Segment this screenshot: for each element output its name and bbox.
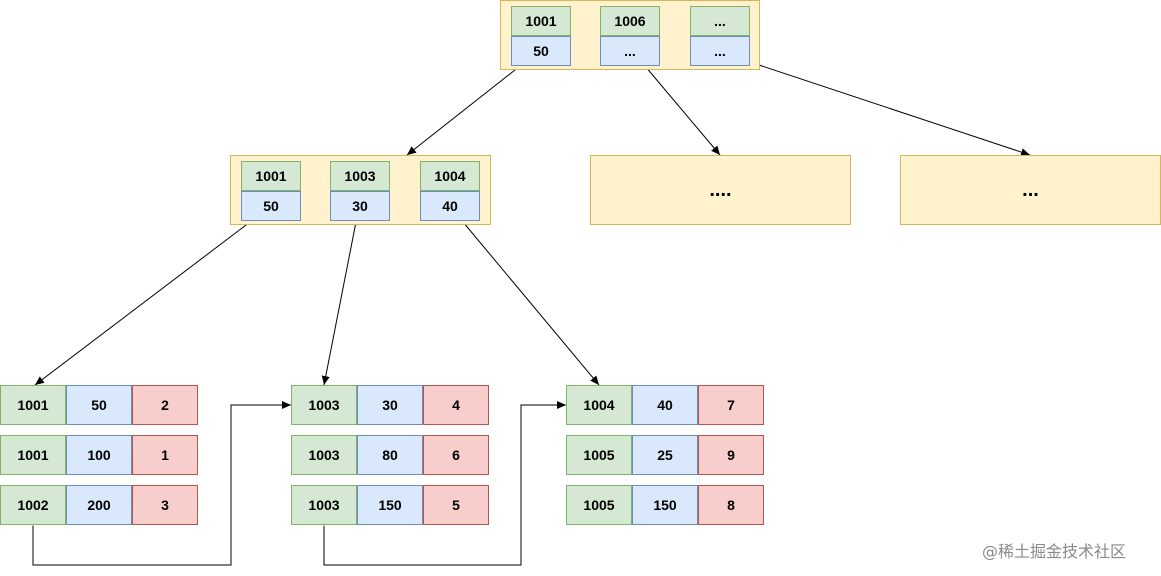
leaf-cell: 2	[132, 385, 198, 425]
link-leaf-1-leaf-2	[29, 401, 291, 566]
leaf-cell: 40	[632, 385, 698, 425]
internal-value-2: 30	[330, 191, 390, 221]
arrow-root-to-placeholder-b	[749, 61, 1031, 156]
arrow-internal-to-leaf-2	[321, 221, 357, 386]
leaf-cell: 50	[66, 385, 132, 425]
leaf-cell: 200	[66, 485, 132, 525]
leaf-cell: 4	[423, 385, 489, 425]
leaf-cell: 7	[698, 385, 764, 425]
leaf-cell: 1004	[566, 385, 632, 425]
leaf-cell: 1001	[0, 435, 66, 475]
leaf-cell: 80	[357, 435, 423, 475]
leaf-cell: 25	[632, 435, 698, 475]
arrow-internal-to-leaf-1	[34, 221, 251, 386]
arrow-root-to-internal-node	[406, 65, 521, 156]
leaf-cell: 30	[357, 385, 423, 425]
root-key-1: 1001	[511, 6, 571, 36]
root-key-3: ...	[690, 6, 750, 36]
watermark: @稀土掘金技术社区	[982, 542, 1127, 561]
internal-value-3: 40	[420, 191, 480, 221]
leaf-cell: 3	[132, 485, 198, 525]
leaf-cell: 9	[698, 435, 764, 475]
leaf-cell: 1005	[566, 485, 632, 525]
leaf-cell: 150	[632, 485, 698, 525]
placeholder-node-a: ....	[590, 155, 851, 225]
leaf-cell: 1003	[291, 485, 357, 525]
leaf-cell: 1001	[0, 385, 66, 425]
internal-key-3: 1004	[420, 161, 480, 191]
internal-key-1: 1001	[241, 161, 301, 191]
internal-value-1: 50	[241, 191, 301, 221]
leaf-cell: 100	[66, 435, 132, 475]
link-leaf-2-leaf-3	[320, 401, 566, 566]
leaf-cell: 1002	[0, 485, 66, 525]
leaf-cell: 5	[423, 485, 489, 525]
internal-key-2: 1003	[330, 161, 390, 191]
leaf-cell: 1003	[291, 435, 357, 475]
root-key-2: 1006	[600, 6, 660, 36]
arrow-root-to-placeholder-a	[644, 65, 721, 156]
root-value-1: 50	[511, 36, 571, 66]
leaf-cell: 6	[423, 435, 489, 475]
root-node: 1001 50 1006 ... ... ...	[500, 0, 760, 70]
internal-node: 1001 50 1003 30 1004 40	[230, 155, 491, 225]
arrow-internal-to-leaf-3	[462, 221, 600, 386]
leaf-cell: 1003	[291, 385, 357, 425]
leaf-cell: 1005	[566, 435, 632, 475]
leaf-cell: 1	[132, 435, 198, 475]
leaf-cell: 8	[698, 485, 764, 525]
leaf-cell: 150	[357, 485, 423, 525]
root-value-3: ...	[690, 36, 750, 66]
root-value-2: ...	[600, 36, 660, 66]
placeholder-node-b: ...	[900, 155, 1161, 225]
